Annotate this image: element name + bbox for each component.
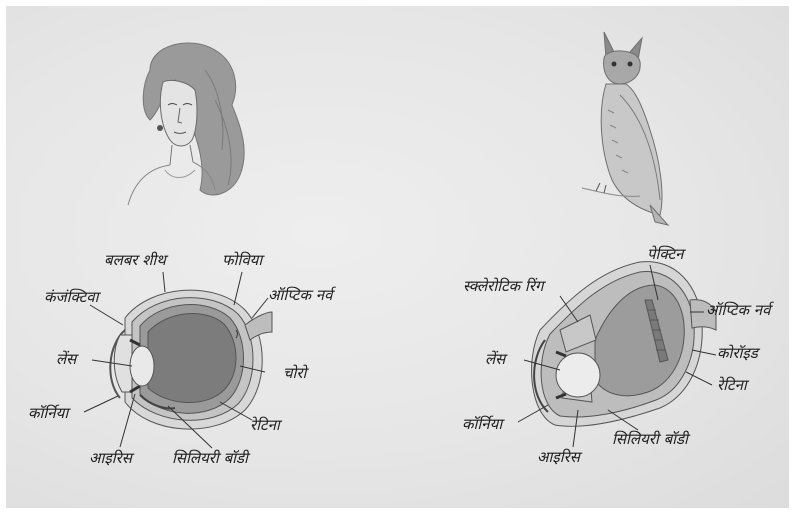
owl-label-retina: रेटिना xyxy=(717,378,747,393)
owl-label-sclerotic-ring: स्क्लेरोटिक रिंग xyxy=(463,279,543,294)
woman-collar xyxy=(165,170,195,178)
label-iris: आइरिस xyxy=(89,451,132,466)
label-conjunctiva: कंजंक्टिवा xyxy=(44,290,99,305)
human-eye-lens xyxy=(130,346,154,386)
owl-head xyxy=(604,51,641,84)
owl-label-optic-nerve: ऑप्टिक नर्व xyxy=(706,303,770,318)
owl-label-pecten: पेक्टिन xyxy=(647,247,683,262)
owl-label-lens: लेंस xyxy=(485,352,505,367)
woman-earring xyxy=(157,125,163,131)
owl-sketch xyxy=(582,32,668,225)
label-retina: रेटिना xyxy=(250,418,280,433)
woman-portrait xyxy=(128,43,244,205)
owl-label-ciliary-body: सिलियरी बॉडी xyxy=(612,432,688,447)
owl-eye-diagram xyxy=(518,262,716,447)
owl-eye xyxy=(612,62,617,67)
woman-face xyxy=(160,80,197,146)
label-choroid: चोरो xyxy=(283,366,306,381)
owl-label-choroid: कोरॉइड xyxy=(717,346,758,361)
owl-label-iris: आइरिस xyxy=(537,450,580,465)
label-bulbar-sheath: बलबर शीथ xyxy=(104,253,166,268)
label-cornea: कॉर्निया xyxy=(28,406,68,421)
label-ciliary-body: सिलियरी बॉडी xyxy=(172,451,248,466)
label-lens: लेंस xyxy=(56,352,76,367)
owl-label-cornea: कॉर्निया xyxy=(462,417,502,432)
label-optic-nerve: ऑप्टिक नर्व xyxy=(268,288,332,303)
owl-eye-2 xyxy=(628,62,633,67)
human-eye-vitreous xyxy=(148,314,236,403)
owl-eye-lens xyxy=(556,353,600,397)
woman-neck xyxy=(170,145,193,165)
human-eye-diagram xyxy=(84,272,272,448)
owl-body xyxy=(601,84,662,215)
label-fovea: फोविया xyxy=(222,253,262,268)
